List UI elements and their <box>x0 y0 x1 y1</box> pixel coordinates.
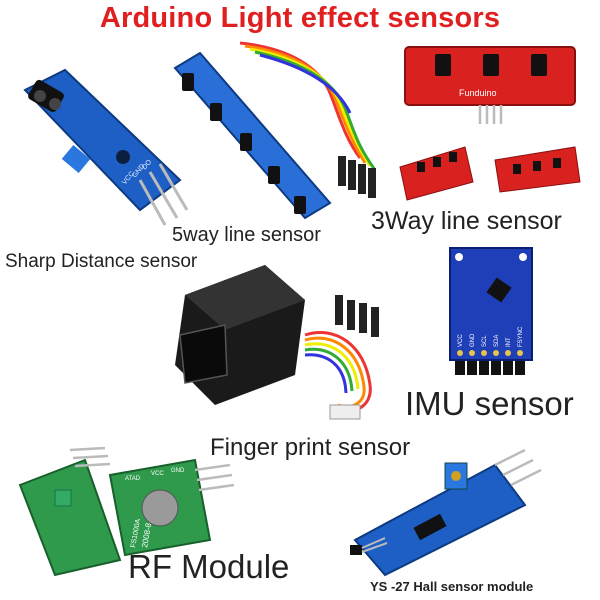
imu-sensor-image: VCC GND SCL SDA INT FSYNC <box>449 247 533 375</box>
sharp-distance-sensor-image: VCC GND DO <box>23 68 189 226</box>
five-way-line-sensor-image <box>173 41 377 220</box>
three-way-line-sensor-image: Funduino <box>399 46 581 201</box>
caption-hall-sensor: YS -27 Hall sensor module <box>370 579 534 594</box>
imu-pin-gnd: GND <box>470 333 476 347</box>
imu-pin-int: INT <box>506 337 512 347</box>
caption-fingerprint: Finger print sensor <box>210 434 411 461</box>
caption-five-way: 5way line sensor <box>172 224 321 246</box>
caption-three-way: 3Way line sensor <box>371 207 562 235</box>
rf-pin-atad: ATAD <box>125 476 141 482</box>
hall-sensor-image <box>350 448 542 577</box>
caption-imu: IMU sensor <box>405 385 574 422</box>
caption-sharp-distance: Sharp Distance sensor <box>5 251 198 272</box>
page-title: Arduino Light effect sensors <box>99 2 501 34</box>
imu-pin-sda: SDA <box>494 335 500 347</box>
rf-pin-vcc: VCC <box>151 471 164 477</box>
rf-module-image: FS1000A 2008-8 ATAD VCC GND <box>18 446 235 577</box>
fingerprint-sensor-image <box>175 265 379 420</box>
rf-pin-gnd: GND <box>171 468 185 474</box>
imu-pin-scl: SCL <box>482 335 488 347</box>
rf-board-label-date: 2008-8 <box>140 522 153 549</box>
caption-rf-module: RF Module <box>128 548 290 585</box>
three-way-board-label: Funduino <box>459 88 497 98</box>
imu-pin-vcc: VCC <box>458 334 464 347</box>
imu-pin-fsync: FSYNC <box>518 326 524 347</box>
